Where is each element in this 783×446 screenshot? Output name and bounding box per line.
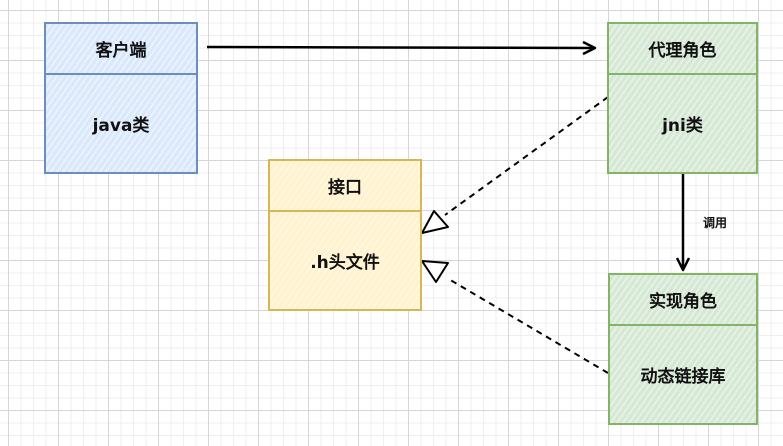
edge-proxy-to-impl[interactable] — [675, 171, 691, 272]
node-interface-header: 接口 — [270, 161, 420, 212]
node-proxy[interactable]: 代理角色 jni类 — [607, 22, 758, 174]
arrowhead-icon — [582, 40, 597, 56]
hollow-triangle-icon — [421, 210, 449, 234]
edge-label-call: 调用 — [703, 216, 728, 230]
edge-client-to-proxy[interactable] — [206, 40, 597, 56]
node-proxy-header: 代理角色 — [609, 24, 756, 75]
node-client-header: 客户端 — [46, 24, 196, 75]
node-client[interactable]: 客户端 java类 — [44, 22, 198, 174]
node-interface[interactable]: 接口 .h头文件 — [268, 159, 422, 311]
edge-impl-to-interface[interactable] — [421, 260, 609, 374]
hollow-triangle-icon — [421, 260, 449, 283]
edge-proxy-to-interface[interactable] — [421, 96, 609, 234]
node-client-body: java类 — [92, 116, 150, 136]
node-interface-body: .h头文件 — [310, 253, 380, 273]
arrowhead-icon — [675, 257, 691, 272]
node-impl-body: 动态链接库 — [640, 367, 726, 387]
node-impl-header: 实现角色 — [610, 275, 756, 326]
node-impl[interactable]: 实现角色 动态链接库 — [608, 273, 758, 425]
node-proxy-body: jni类 — [662, 116, 703, 136]
